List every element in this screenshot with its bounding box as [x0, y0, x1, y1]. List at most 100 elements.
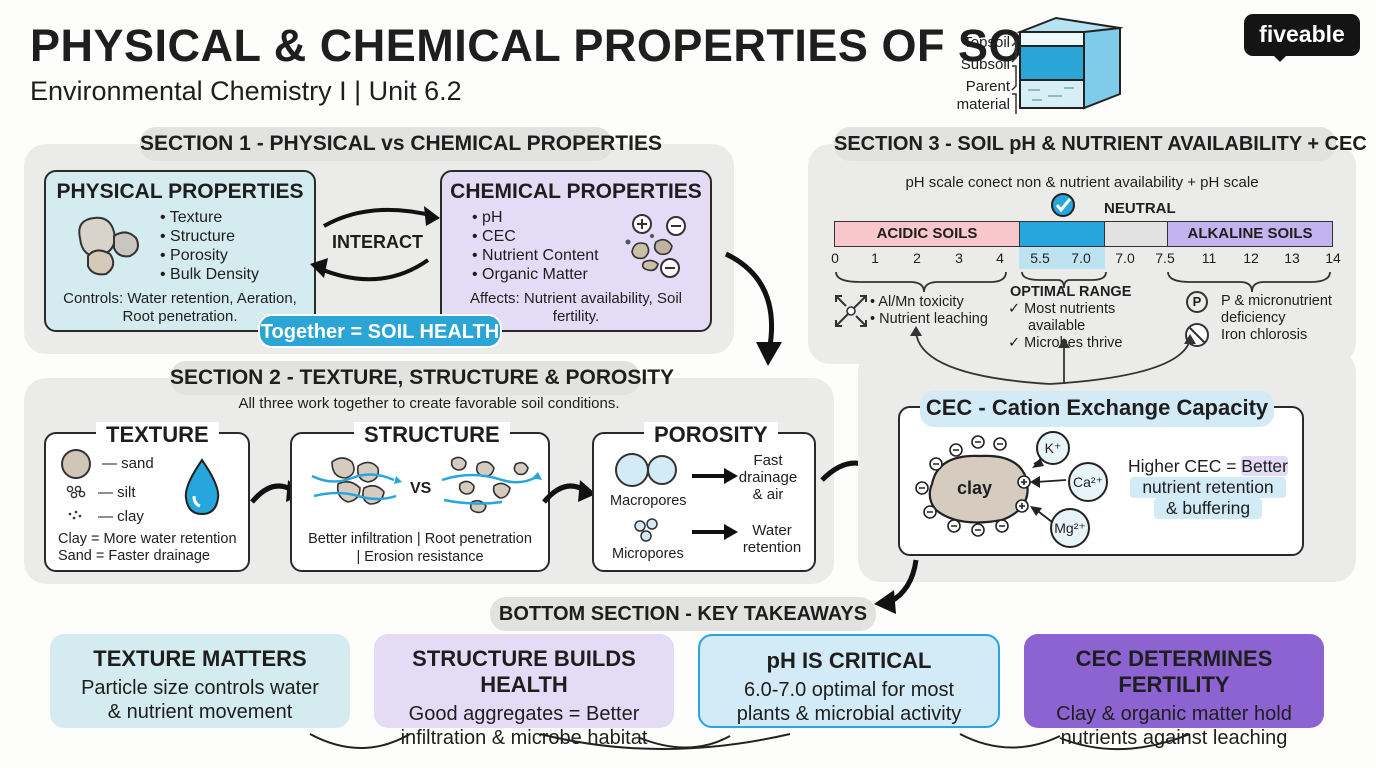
takeaway-card-ph: pH IS CRITICAL 6.0-7.0 optimal for most …	[698, 634, 1000, 728]
ph-tick: 2	[913, 250, 921, 266]
structure-title: STRUCTURE	[354, 422, 510, 448]
section2-intro: All three work together to create favora…	[238, 395, 620, 412]
ph-tick: 13	[1284, 250, 1300, 266]
water-retention-line2: retention	[742, 539, 802, 556]
acid-effects: • Al/Mn toxicity • Nutrient leaching	[870, 294, 988, 328]
ph-tick: 7.5	[1155, 250, 1175, 266]
optimal-segment	[1019, 221, 1105, 247]
arrow-to-cec	[724, 251, 782, 366]
cec-better: Better	[1241, 456, 1288, 476]
sand-label: — sand	[102, 455, 154, 472]
takeaway-line: plants & microbial activity	[736, 703, 962, 725]
ph-tick: 11	[1201, 250, 1217, 266]
micropores-icon	[634, 518, 658, 542]
takeaway-line: Clay & organic matter hold	[1056, 703, 1292, 725]
clay-label: — clay	[98, 508, 144, 525]
acidic-segment: ACIDIC SOILS	[834, 221, 1020, 247]
arrow-structure-porosity	[542, 480, 596, 504]
takeaway-title: STRUCTURE BUILDS HEALTH	[412, 646, 636, 697]
bottom-label: BOTTOM SECTION - KEY TAKEAWAYS	[490, 597, 876, 631]
water-retention-line1: Water	[752, 522, 792, 539]
ph-to-cec-connectors	[910, 326, 1196, 385]
checkmark-icon	[1051, 193, 1075, 217]
aggregates-icon	[311, 456, 542, 514]
chemical-item: pH	[472, 208, 599, 227]
physical-controls: Controls: Water retention, Aeration, Roo…	[44, 290, 316, 326]
water-retention-label: Water retention	[732, 522, 812, 556]
takeaway-connectors	[309, 733, 1191, 750]
physical-item: Structure	[160, 227, 259, 246]
cec-higher: Higher CEC =	[1127, 456, 1242, 476]
ph-tick: 12	[1243, 250, 1259, 266]
cec-effect-line1: Higher CEC = Better	[1118, 456, 1298, 477]
texture-note-sand: Sand = Faster drainage	[58, 548, 210, 564]
chemical-affects-line1: Affects: Nutrient availability, Soil	[469, 290, 683, 307]
ions-icon	[625, 214, 686, 278]
ph-scale-caption: pH scale conect non & nutrient availabil…	[905, 174, 1259, 191]
page-subtitle: Environmental Chemistry I | Unit 6.2	[30, 76, 462, 106]
ph-tick: 5.5	[1030, 250, 1050, 266]
clay-particle-diagram	[915, 435, 1067, 537]
structure-notes: Better infiltration | Root penetration |…	[290, 530, 550, 566]
porosity-title: POROSITY	[644, 422, 778, 448]
rocks-icon	[78, 216, 139, 276]
optimal-range: OPTIMAL RANGE ✓ Most nutrients available…	[1008, 284, 1131, 352]
magnesium-ion: Mg²⁺	[1050, 508, 1090, 548]
takeaway-title: pH IS CRITICAL	[766, 648, 932, 673]
takeaway-line: & nutrient movement	[107, 701, 293, 723]
structure-vs: VS	[410, 480, 432, 497]
ph-tick: 4	[996, 250, 1004, 266]
alk-chlorosis: Iron chlorosis	[1221, 327, 1308, 343]
particle-icons	[61, 449, 91, 520]
fast-drainage-line2: drainage	[738, 469, 798, 486]
cec-title: CEC - Cation Exchange Capacity	[920, 391, 1274, 427]
fiveable-logo[interactable]: fiveable	[1244, 14, 1360, 56]
ph-tick: 3	[955, 250, 963, 266]
toxicity-icon	[835, 295, 867, 327]
physical-title: PHYSICAL PROPERTIES	[56, 180, 304, 203]
page-title: PHYSICAL & CHEMICAL PROPERTIES OF SOIL	[30, 20, 1065, 71]
chemical-affects-line2: fertility.	[552, 308, 600, 325]
ph-tick: 1	[871, 250, 879, 266]
alk-deficiency: P & micronutrient	[1221, 293, 1332, 309]
chemical-title: CHEMICAL PROPERTIES	[450, 180, 702, 203]
cec-effect: Higher CEC = Better nutrient retention &…	[1118, 456, 1298, 519]
phosphorus-badge: P	[1186, 291, 1208, 313]
physical-controls-line1: Controls: Water retention, Aeration,	[63, 290, 297, 307]
water-drop-icon	[184, 458, 220, 516]
neutral-segment	[1104, 221, 1168, 247]
takeaway-line: Particle size controls water	[81, 677, 319, 699]
optimal-most-nutrients: ✓ Most nutrients	[1008, 301, 1116, 317]
interact-arrows	[310, 206, 440, 282]
calcium-ion: Ca²⁺	[1068, 462, 1108, 502]
neutral-label: NEUTRAL	[1104, 200, 1176, 217]
physical-item: Porosity	[160, 246, 259, 265]
ph-tick: 7.0	[1071, 250, 1091, 266]
section1-label: SECTION 1 - PHYSICAL vs CHEMICAL PROPERT…	[140, 127, 662, 161]
soil-cube-icon	[1011, 16, 1124, 114]
takeaway-title: TEXTURE MATTERS	[93, 646, 307, 671]
takeaway-line: 6.0-7.0 optimal for most	[743, 679, 955, 701]
macropores-label: Macropores	[610, 493, 687, 509]
physical-list: Texture Structure Porosity Bulk Density	[160, 208, 259, 284]
fast-drainage-label: Fast drainage & air	[736, 452, 800, 503]
ph-tick: 14	[1325, 250, 1341, 266]
physical-item: Texture	[160, 208, 259, 227]
takeaway-card-cec: CEC DETERMINES FERTILITY Clay & organic …	[1024, 634, 1324, 749]
texture-note-clay: Clay = More water retention	[58, 531, 237, 547]
chemical-list: pH CEC Nutrient Content Organic Matter	[472, 208, 599, 284]
acid-effect-leaching: • Nutrient leaching	[870, 311, 988, 327]
alkaline-effects: P & micronutrient deficiency Iron chloro…	[1221, 293, 1332, 344]
alkaline-segment: ALKALINE SOILS	[1167, 221, 1333, 247]
ph-optimal-highlight	[1019, 247, 1105, 269]
chemical-item: Nutrient Content	[472, 246, 599, 265]
optimal-available: available	[1028, 318, 1086, 334]
ph-braces	[835, 271, 1331, 293]
structure-note1: Better infiltration | Root penetration	[308, 531, 532, 547]
texture-notes: Clay = More water retention Sand = Faste…	[58, 531, 237, 565]
structure-card	[290, 432, 550, 572]
takeaway-card-texture: TEXTURE MATTERS Particle size controls w…	[50, 634, 350, 728]
ph-tick: 7.0	[1115, 250, 1135, 266]
takeaway-line: Good aggregates = Better	[408, 703, 640, 725]
porosity-arrows	[692, 468, 738, 540]
